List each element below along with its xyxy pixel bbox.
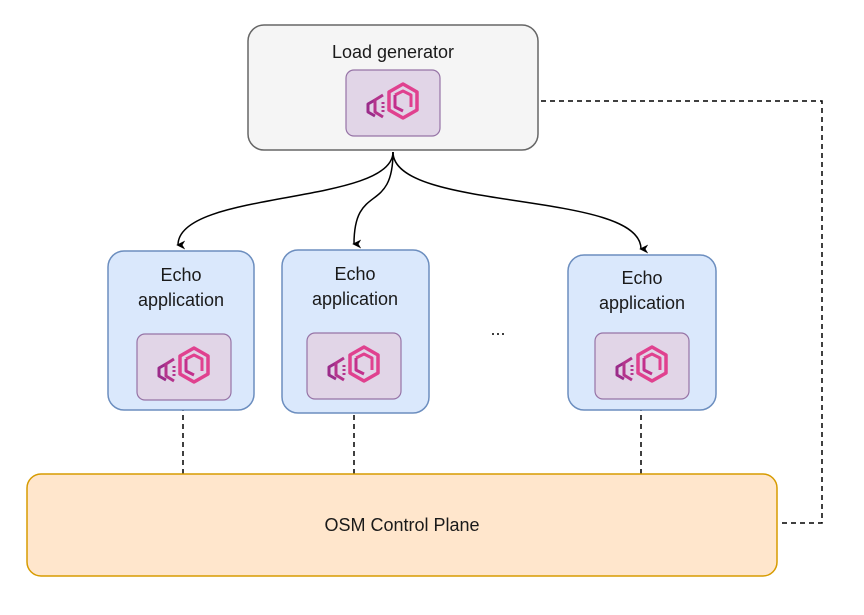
dashed-connectors bbox=[182, 100, 823, 524]
echo-application-label-line2: application bbox=[138, 290, 224, 310]
echo-application-label-line1: Echo bbox=[160, 265, 201, 285]
arrow-to-echo-1 bbox=[176, 151, 394, 250]
load-generator-node[interactable]: Load generator bbox=[247, 24, 539, 151]
dashed-loadgen-to-control-plane bbox=[433, 100, 823, 524]
echo-application-icon-bg bbox=[594, 332, 690, 400]
echo-application-node-2[interactable]: Echo application bbox=[281, 249, 430, 414]
echo-application-label-line2: application bbox=[599, 293, 685, 313]
control-plane-node[interactable]: OSM Control Plane bbox=[26, 473, 778, 577]
echo-application-label-line1: Echo bbox=[334, 264, 375, 284]
echo-application-icon-bg bbox=[306, 332, 402, 400]
echo-application-icon-bg bbox=[136, 333, 232, 401]
echo-application-node-1[interactable]: Echo application bbox=[107, 250, 255, 411]
arrow-connectors bbox=[176, 151, 649, 254]
control-plane-box bbox=[26, 473, 778, 577]
arrow-to-echo-2 bbox=[352, 151, 394, 249]
control-plane-label: OSM Control Plane bbox=[324, 515, 479, 535]
more-echo-apps-ellipsis: ... bbox=[490, 319, 505, 339]
echo-application-label-line1: Echo bbox=[621, 268, 662, 288]
load-generator-title: Load generator bbox=[332, 42, 454, 62]
load-generator-icon-bg bbox=[345, 69, 441, 137]
arrow-to-echo-3 bbox=[392, 151, 649, 254]
echo-application-node-3[interactable]: Echo application bbox=[567, 254, 717, 411]
echo-application-label-line2: application bbox=[312, 289, 398, 309]
